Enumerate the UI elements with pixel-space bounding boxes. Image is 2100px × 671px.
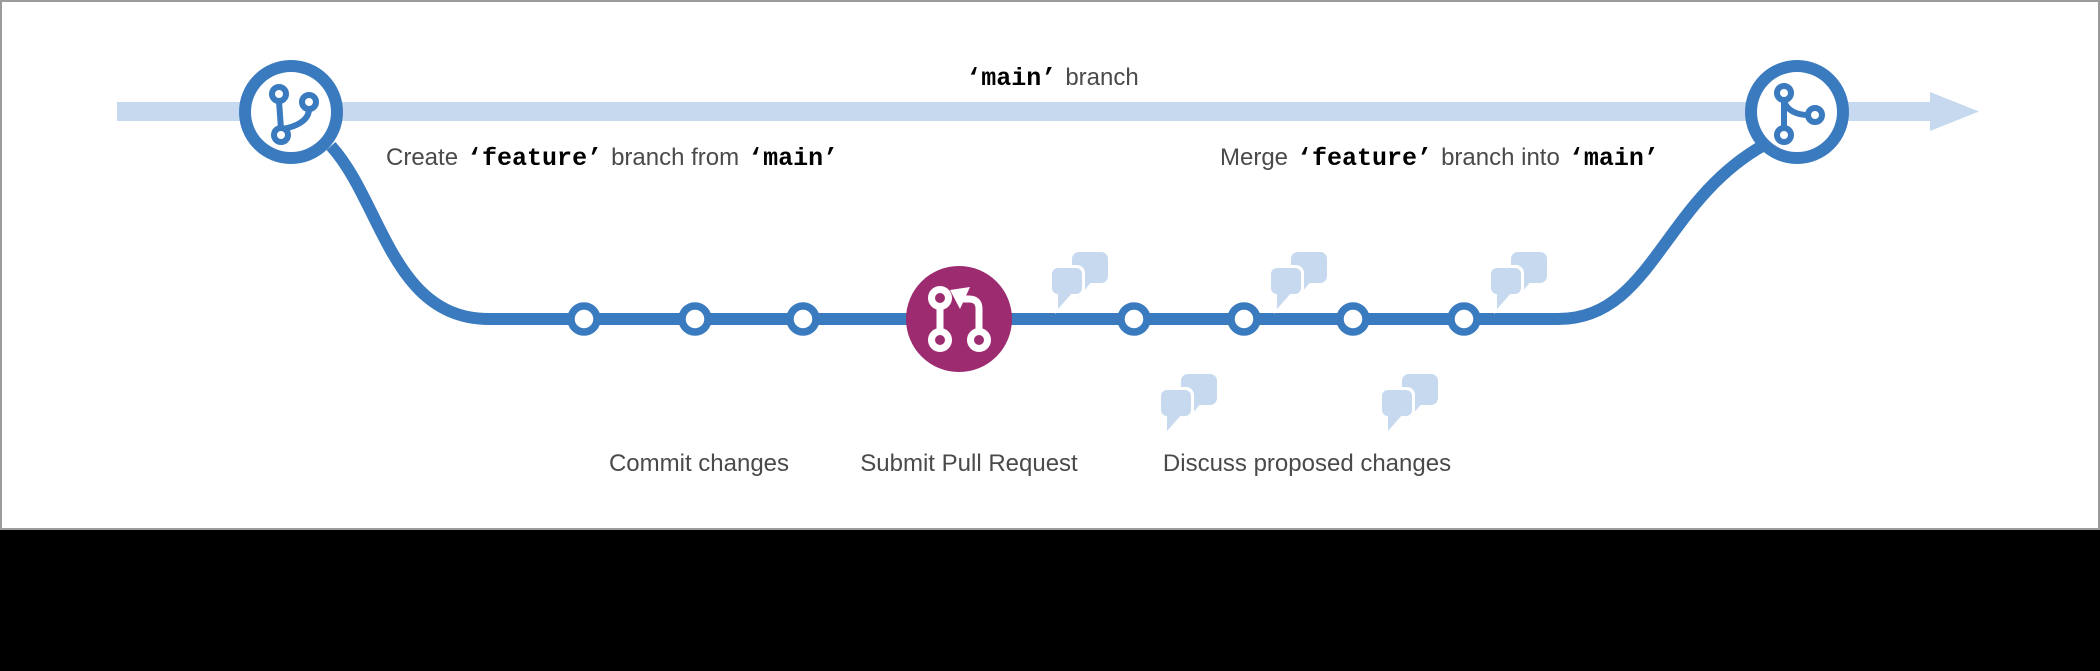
comment-bubbles-icon — [1268, 252, 1327, 314]
merge-branch-annotation: Merge ‘feature’ branch into ‘main’ — [1220, 144, 1668, 173]
submit-pull-request-label: Submit Pull Request — [860, 450, 1078, 477]
commit-node — [1227, 302, 1261, 336]
merge-pre: Merge — [1220, 144, 1289, 171]
commit-node — [678, 302, 712, 336]
main-branch-word: branch — [1065, 64, 1139, 91]
feature-code: ‘feature’ — [467, 144, 603, 173]
merge-mid: branch into — [1441, 144, 1560, 171]
main-code: ‘main’ — [1568, 144, 1659, 173]
comment-bubbles-icon — [1379, 374, 1438, 436]
bottom-letterbox — [0, 530, 2100, 671]
commit-node — [1447, 302, 1481, 336]
comment-bubbles-icon — [1488, 252, 1547, 314]
commit-node — [786, 302, 820, 336]
git-merge-icon — [1745, 60, 1849, 164]
main-branch-line — [117, 102, 1934, 121]
comment-bubbles-icon — [1158, 374, 1217, 436]
main-code: ‘main’ — [748, 144, 839, 173]
discuss-changes-label: Discuss proposed changes — [1162, 450, 1452, 477]
commit-node — [567, 302, 601, 336]
comment-bubbles-icon — [1049, 252, 1108, 314]
feature-branch-line — [326, 139, 1767, 325]
create-branch-annotation: Create ‘feature’ branch from ‘main’ — [386, 144, 847, 173]
diagram-graphics — [117, 60, 1979, 436]
git-branch-icon — [239, 60, 343, 164]
commit-nodes — [567, 302, 1481, 336]
commit-node — [1336, 302, 1370, 336]
feature-code: ‘feature’ — [1297, 144, 1433, 173]
arrow-right-icon — [1930, 92, 1979, 131]
commit-node — [1117, 302, 1151, 336]
create-pre: Create — [386, 144, 459, 171]
main-code: ‘main’ — [966, 64, 1057, 93]
commit-changes-label: Commit changes — [608, 450, 790, 477]
github-flow-diagram: ‘main’ branch Create ‘feature’ branch from ‘… — [0, 0, 2100, 530]
create-mid: branch from — [611, 144, 740, 171]
main-branch-label: ‘main’ branch — [898, 64, 1198, 93]
pull-request-icon — [906, 266, 1012, 372]
